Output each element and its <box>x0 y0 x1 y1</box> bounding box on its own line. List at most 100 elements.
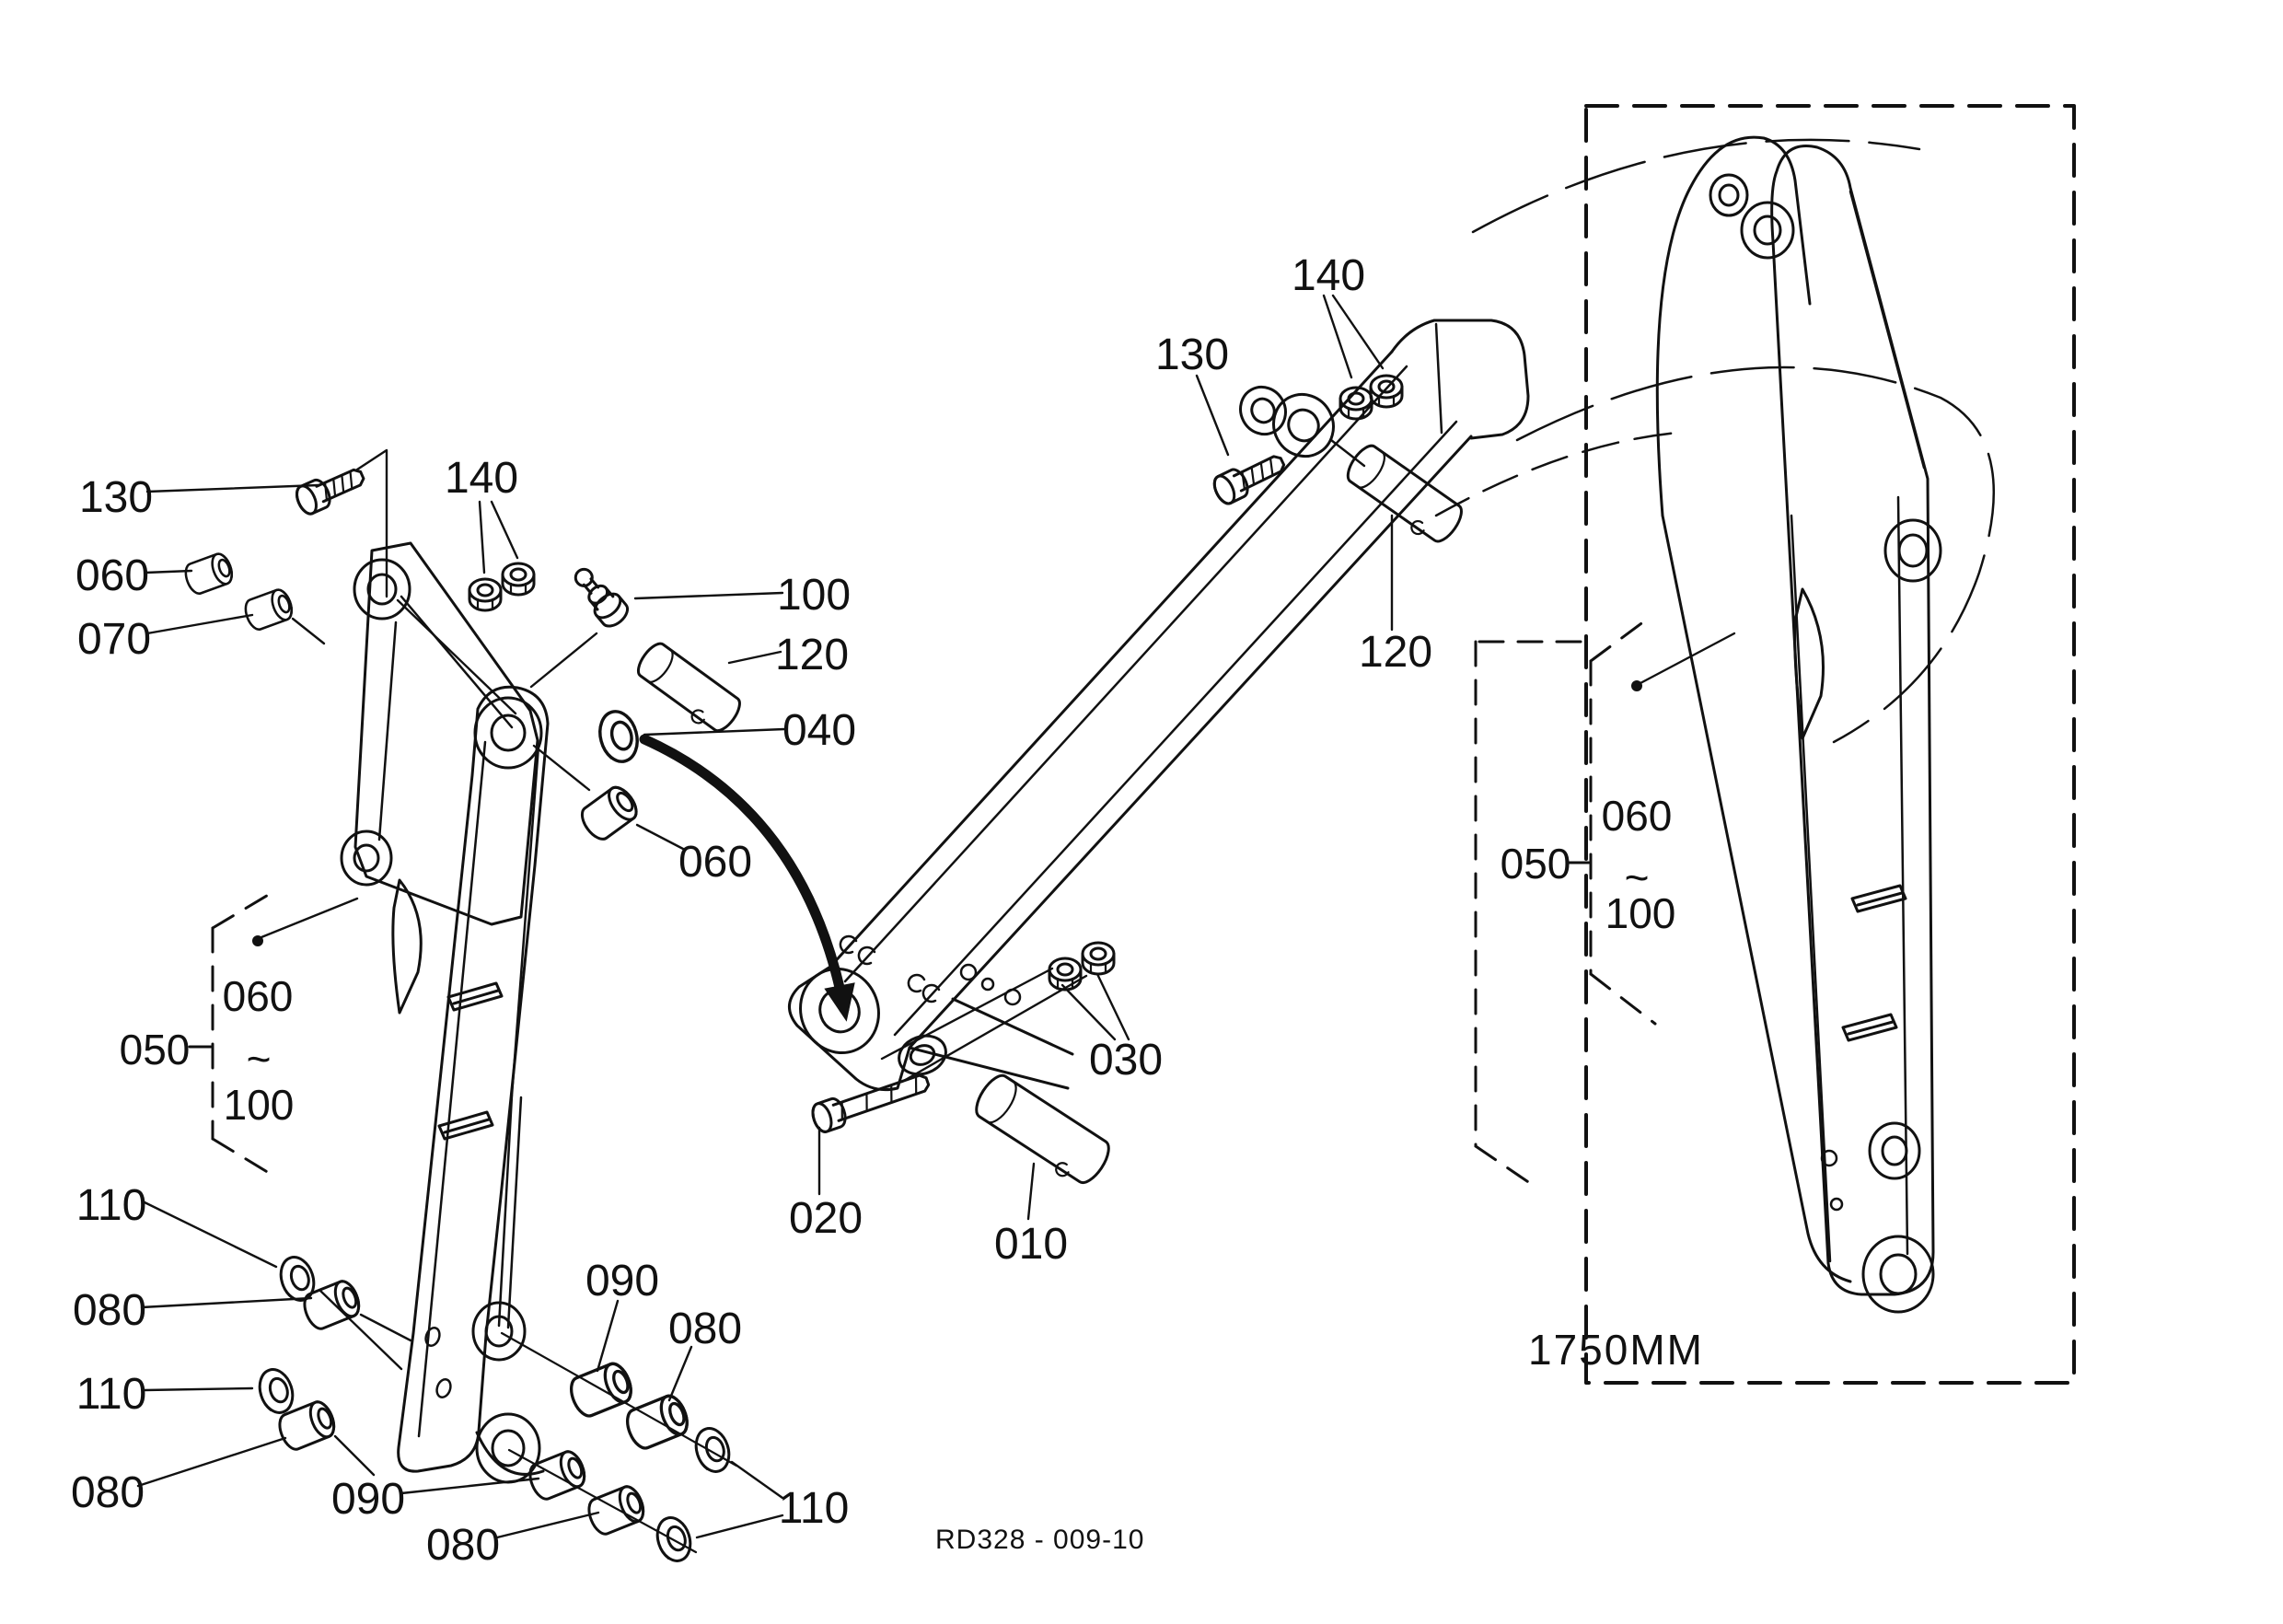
bushing-part <box>528 1450 586 1501</box>
bushing-part <box>303 1280 361 1330</box>
reference-dot <box>252 935 263 946</box>
leader-line <box>490 500 519 560</box>
right-arm-boss-2 <box>1740 201 1795 260</box>
group-range-text: 100 <box>1605 889 1676 937</box>
leader-line <box>695 1514 784 1539</box>
boom-head-boss-large <box>1272 392 1335 458</box>
leader-line <box>727 650 782 665</box>
callout-080-1: 080 <box>73 1286 412 1342</box>
install-arrow-head <box>824 982 855 1022</box>
group-range-text: ~ <box>1625 853 1650 901</box>
part-number-label: 140 <box>1292 251 1365 300</box>
left-arm <box>391 685 550 1484</box>
leader-line <box>1060 983 1117 1041</box>
center-boom <box>788 138 1995 1092</box>
part-number-label: 110 <box>76 1370 147 1419</box>
callout-080-2: 080 <box>71 1434 376 1517</box>
right-arm-key-2 <box>1841 1013 1898 1042</box>
leader-line <box>396 598 517 715</box>
bolt-part <box>811 1073 931 1133</box>
callout-090-top: 090 <box>585 1257 659 1373</box>
nut-part <box>468 577 503 612</box>
bushing-part <box>244 588 293 631</box>
right-arm-foot-upper-eye <box>1868 1121 1921 1180</box>
leader-line <box>532 744 591 792</box>
bushing-part <box>570 1362 632 1418</box>
leader-line <box>900 974 1088 1084</box>
drawing-code: RD328 - 009-10 <box>935 1525 1144 1555</box>
leader-line <box>1195 374 1230 457</box>
bracket-upper-eye <box>353 558 411 621</box>
callout-130-right: 130 <box>1155 331 1230 457</box>
callout-110-3: 110 <box>695 1460 850 1539</box>
leader-line <box>643 727 786 737</box>
bushing-part <box>587 1485 645 1536</box>
leader-line <box>400 1477 540 1495</box>
part-number-label: 060 <box>75 551 149 600</box>
callout-070-left: 070 <box>77 613 326 664</box>
callout-140-left: 140 <box>445 454 519 574</box>
part-number-label: 090 <box>585 1257 659 1305</box>
group-range-text: 060 <box>223 972 294 1020</box>
group-range-text: ~ <box>247 1035 272 1083</box>
washer-part <box>258 1368 295 1414</box>
callout-060-left: 060 <box>75 551 193 600</box>
leader-line <box>145 613 254 635</box>
leader-line <box>478 500 486 574</box>
leader-line <box>144 569 193 574</box>
part-number-label: 100 <box>777 571 851 620</box>
bolt-part <box>296 468 365 516</box>
leader-line <box>291 617 326 645</box>
nut-part <box>1369 374 1404 409</box>
part-number-label: 110 <box>779 1484 850 1533</box>
part-number-label: 040 <box>782 706 856 755</box>
grease-fitting-part <box>574 567 629 628</box>
nut-part <box>1081 941 1116 976</box>
axis <box>507 1448 698 1554</box>
part-number-label: 120 <box>775 631 849 679</box>
washer-part <box>598 710 639 763</box>
part-number-label: 090 <box>331 1475 405 1524</box>
bushing-part <box>581 785 638 841</box>
bushing-part <box>626 1394 689 1450</box>
dashed-variant-box <box>1584 104 2076 1385</box>
leader-line <box>143 1201 278 1269</box>
callout-020: 020 <box>789 1126 863 1243</box>
leader-line <box>1329 438 1366 468</box>
alt-length-box: 1750MM <box>1528 104 2076 1385</box>
hidden-outline-curve-3 <box>1434 431 1679 517</box>
part-number-label: 110 <box>76 1181 147 1230</box>
callout-080-bot: 080 <box>426 1511 600 1570</box>
callout-080-top: 080 <box>667 1305 742 1402</box>
callout-110-1: 110 <box>76 1181 403 1371</box>
washer-part <box>655 1516 692 1562</box>
assembly-axis-line <box>507 1448 698 1554</box>
part-number-label: 060 <box>678 838 752 887</box>
part-number-label: 020 <box>789 1194 863 1243</box>
diagram-artwork <box>340 135 1995 1484</box>
arm-hook-flange <box>391 878 423 1015</box>
leader-line <box>145 483 320 493</box>
callout-140-right: 140 <box>1292 251 1385 379</box>
leader-line <box>529 632 598 689</box>
hardware-parts <box>184 374 1463 1562</box>
part-number-label: 130 <box>1155 331 1229 379</box>
right-arm-hook-flange <box>1793 587 1825 740</box>
part-number-label: 030 <box>1089 1036 1163 1085</box>
washer-part <box>694 1427 731 1473</box>
arm-top-boss <box>473 696 543 770</box>
callout-090-bot: 090 <box>331 1475 540 1524</box>
arm-key-2 <box>437 1110 494 1141</box>
leader-line <box>355 448 388 598</box>
part-number-label: 080 <box>71 1468 145 1517</box>
install-arrow <box>639 734 855 1022</box>
callout-120-left: 120 <box>727 631 849 679</box>
leader-line <box>1095 972 1130 1041</box>
callout-120-right: 120 <box>1329 438 1432 677</box>
callout-030: 030 <box>880 967 1163 1085</box>
right-arm-1750 <box>1655 135 1942 1314</box>
leader-line <box>319 1289 403 1371</box>
callout-130-left: 130 <box>79 448 388 598</box>
part-number-label: 130 <box>79 473 153 522</box>
